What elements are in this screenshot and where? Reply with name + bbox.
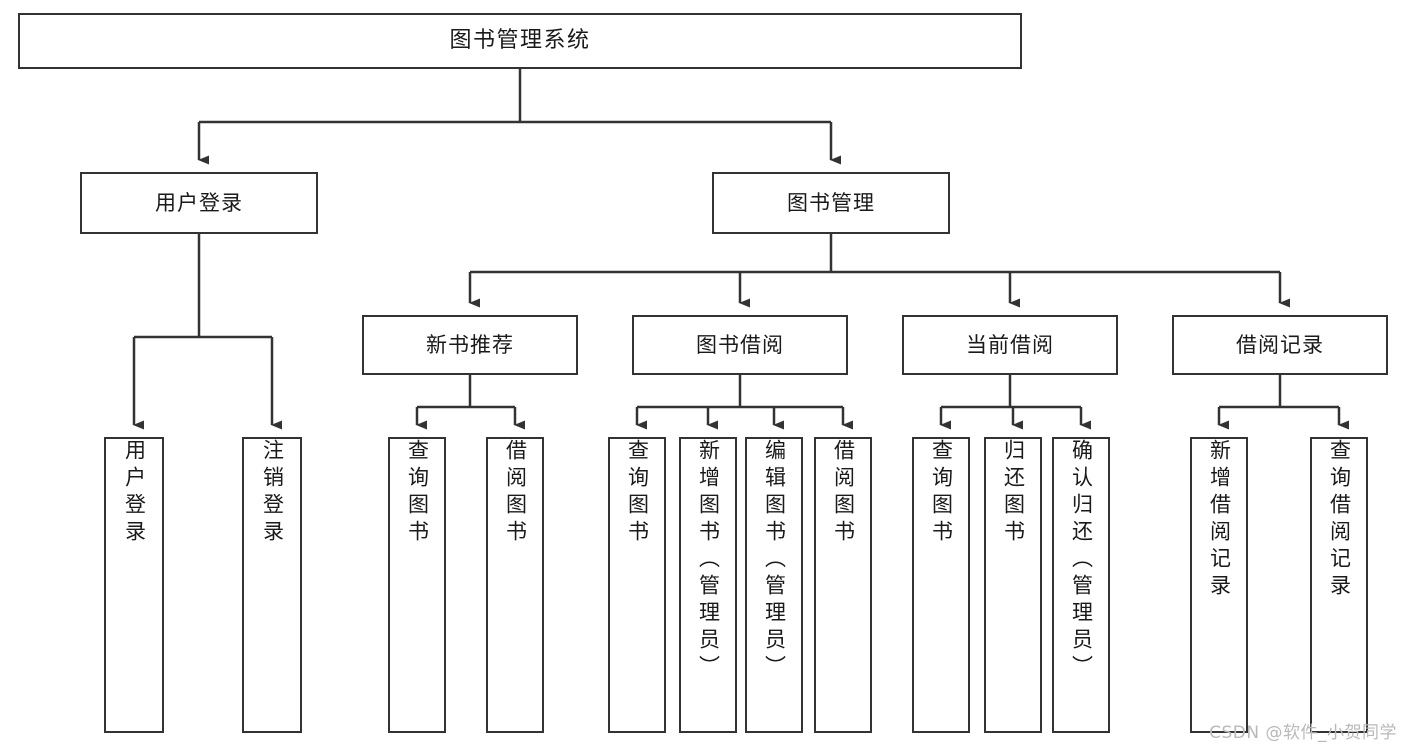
node-book-manage[interactable]: 图书管理 [712,172,950,234]
node-current-borrow[interactable]: 当前借阅 [902,315,1118,375]
node-leaf-confirm-return-label: 确认归还（管理员） [1069,439,1094,682]
node-leaf-query-book-1-label: 查询图书 [405,439,430,547]
node-leaf-edit-book[interactable]: 编辑图书（管理员） [745,437,803,733]
node-book-borrow-label: 图书借阅 [696,332,784,357]
node-leaf-user-login-label: 用户登录 [122,439,147,547]
node-leaf-query-book-3[interactable]: 查询图书 [912,437,970,733]
node-user-login[interactable]: 用户登录 [80,172,318,234]
node-leaf-logout-label: 注销登录 [260,439,285,547]
node-leaf-query-record[interactable]: 查询借阅记录 [1310,437,1368,733]
node-leaf-borrow-book-2[interactable]: 借阅图书 [814,437,872,733]
node-leaf-return-book-label: 归还图书 [1001,439,1026,547]
node-leaf-logout[interactable]: 注销登录 [242,437,302,733]
node-leaf-add-record-label: 新增借阅记录 [1207,439,1232,601]
node-leaf-borrow-book-1[interactable]: 借阅图书 [486,437,544,733]
node-book-manage-label: 图书管理 [787,190,875,215]
node-leaf-query-record-label: 查询借阅记录 [1327,439,1352,601]
node-book-borrow[interactable]: 图书借阅 [632,315,848,375]
node-leaf-add-book-label: 新增图书（管理员） [696,439,721,682]
node-leaf-confirm-return[interactable]: 确认归还（管理员） [1052,437,1110,733]
node-leaf-query-book-1[interactable]: 查询图书 [388,437,446,733]
node-new-book-rec[interactable]: 新书推荐 [362,315,578,375]
node-current-borrow-label: 当前借阅 [966,332,1054,357]
node-borrow-record[interactable]: 借阅记录 [1172,315,1388,375]
node-new-book-rec-label: 新书推荐 [426,332,514,357]
node-leaf-add-record[interactable]: 新增借阅记录 [1190,437,1248,733]
node-user-login-label: 用户登录 [155,190,243,215]
node-leaf-query-book-2-label: 查询图书 [625,439,650,547]
node-borrow-record-label: 借阅记录 [1236,332,1324,357]
node-leaf-borrow-book-1-label: 借阅图书 [503,439,528,547]
node-leaf-edit-book-label: 编辑图书（管理员） [762,439,787,682]
node-root[interactable]: 图书管理系统 [18,13,1022,69]
node-leaf-query-book-2[interactable]: 查询图书 [608,437,666,733]
node-leaf-query-book-3-label: 查询图书 [929,439,954,547]
node-leaf-return-book[interactable]: 归还图书 [984,437,1042,733]
node-leaf-add-book[interactable]: 新增图书（管理员） [679,437,737,733]
node-leaf-user-login[interactable]: 用户登录 [104,437,164,733]
node-leaf-borrow-book-2-label: 借阅图书 [831,439,856,547]
watermark: CSDN @软件_小贺同学 [1209,723,1397,743]
node-root-label: 图书管理系统 [449,28,591,54]
